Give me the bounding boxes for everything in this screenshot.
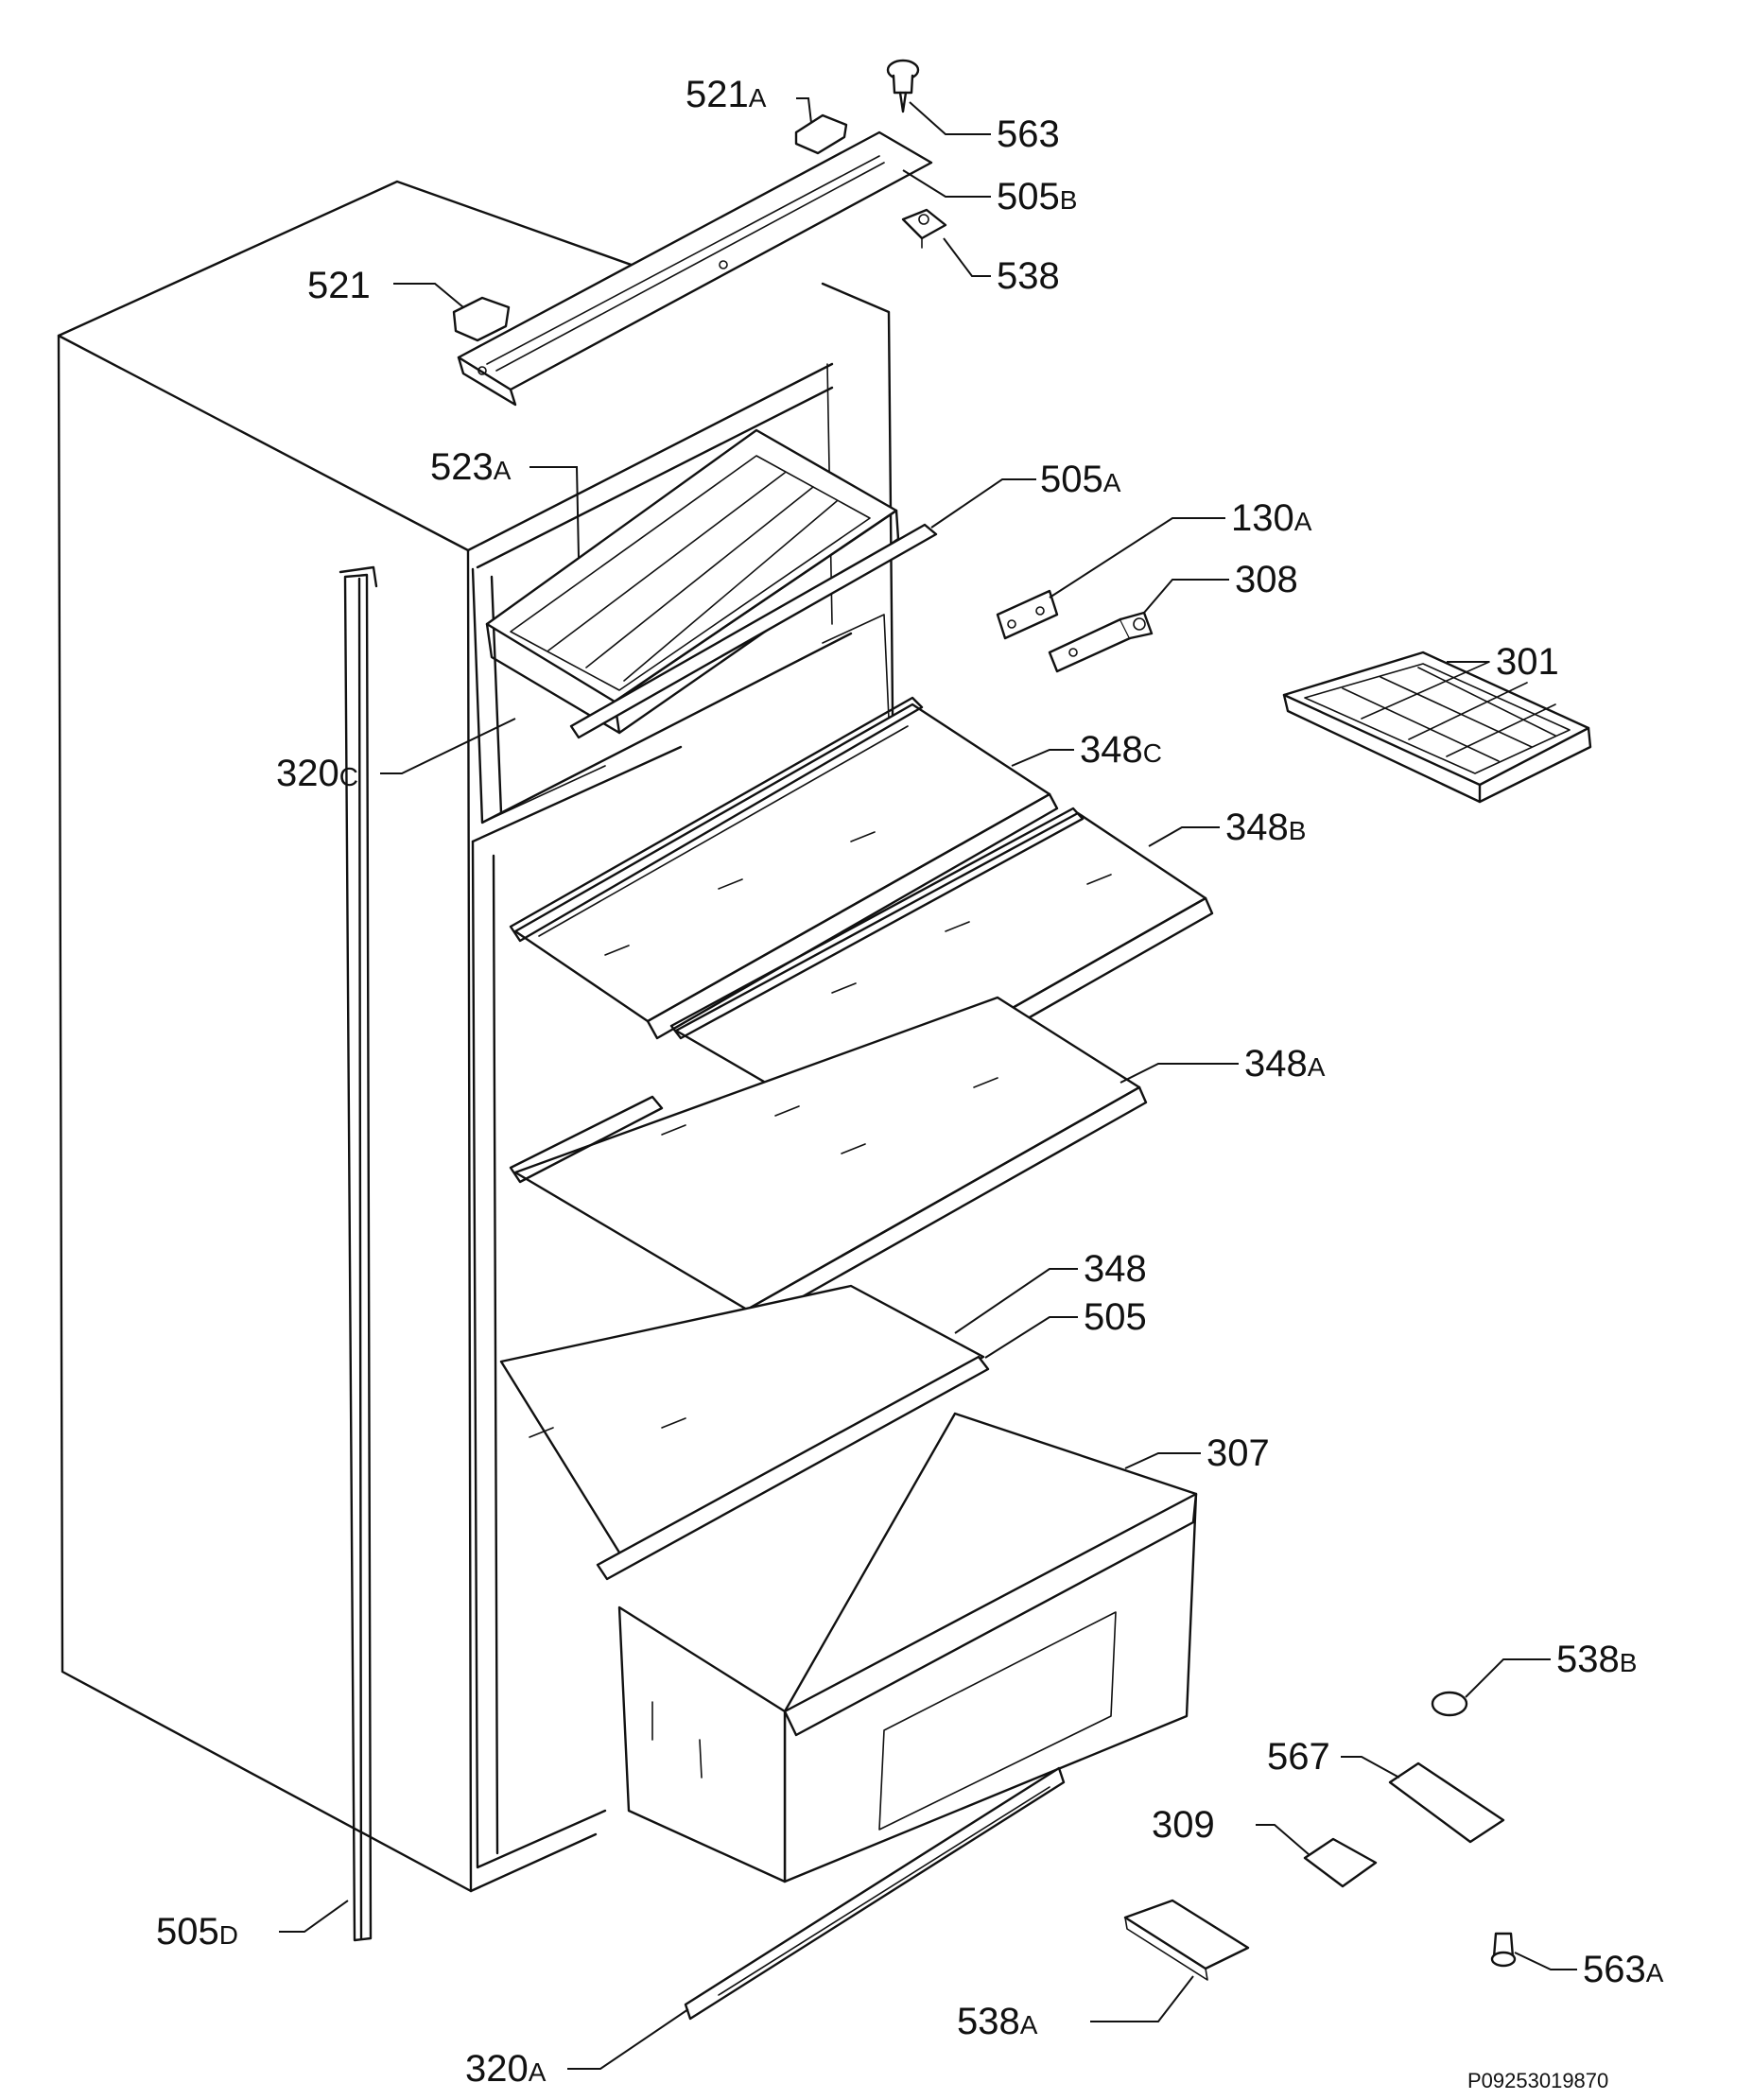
cabinet-body bbox=[57, 180, 895, 1893]
callout-521: 521 bbox=[307, 265, 371, 306]
callout-130a: 130A bbox=[1231, 497, 1312, 539]
callout-320c: 320C bbox=[276, 753, 358, 794]
hinge-pin bbox=[886, 59, 920, 113]
callout-308: 308 bbox=[1235, 559, 1298, 600]
callout-538b: 538B bbox=[1556, 1639, 1638, 1680]
lower-hinge-pin bbox=[1490, 1932, 1517, 1968]
callout-309: 309 bbox=[1152, 1804, 1215, 1846]
glass-shelf-upper-left bbox=[509, 696, 1059, 1040]
callout-348c: 348C bbox=[1080, 729, 1162, 771]
vent-grille bbox=[684, 1766, 1066, 2021]
glass-shelf-lower bbox=[499, 1284, 985, 1562]
callout-348: 348 bbox=[1084, 1248, 1147, 1290]
callout-348a: 348A bbox=[1244, 1043, 1326, 1085]
crisper-drawer bbox=[617, 1412, 1198, 1883]
ice-cube-tray bbox=[1282, 651, 1592, 804]
callout-505a: 505A bbox=[1040, 459, 1121, 500]
small-cover-part bbox=[1303, 1837, 1378, 1888]
mounting-plate bbox=[996, 589, 1059, 640]
glass-shelf-middle bbox=[509, 996, 1148, 1326]
clip-part bbox=[794, 113, 848, 155]
callout-301: 301 bbox=[1496, 641, 1559, 683]
door-gasket-strip bbox=[338, 565, 378, 1942]
top-rail bbox=[457, 130, 933, 407]
hinge-bushing bbox=[901, 208, 947, 249]
callout-505d: 505D bbox=[156, 1911, 238, 1952]
callout-521a: 521A bbox=[686, 74, 767, 115]
callout-563a: 563A bbox=[1583, 1949, 1664, 1990]
callout-523a: 523A bbox=[430, 446, 512, 488]
shelf-trim-bar bbox=[569, 523, 938, 739]
cap-part bbox=[452, 296, 511, 342]
crisper-cover-trim bbox=[596, 1355, 990, 1581]
callout-348b: 348B bbox=[1225, 807, 1307, 848]
callout-307: 307 bbox=[1206, 1432, 1270, 1474]
callout-538: 538 bbox=[997, 255, 1060, 297]
leader-lines bbox=[279, 97, 1577, 2070]
hinge-cap bbox=[1431, 1691, 1468, 1717]
diagram-code: P09253019870 bbox=[1467, 2069, 1609, 2092]
lower-hinge-plate bbox=[1388, 1762, 1505, 1844]
callout-563: 563 bbox=[997, 113, 1060, 155]
callout-320a: 320A bbox=[465, 2048, 547, 2090]
callout-538a: 538A bbox=[957, 2001, 1038, 2042]
lower-hinge-bracket bbox=[1123, 1899, 1250, 1981]
callout-505: 505 bbox=[1084, 1296, 1147, 1338]
callout-567: 567 bbox=[1267, 1736, 1330, 1778]
freezer-tray bbox=[485, 428, 900, 735]
callout-505b: 505B bbox=[997, 176, 1078, 217]
hinge-bracket bbox=[1048, 611, 1154, 673]
